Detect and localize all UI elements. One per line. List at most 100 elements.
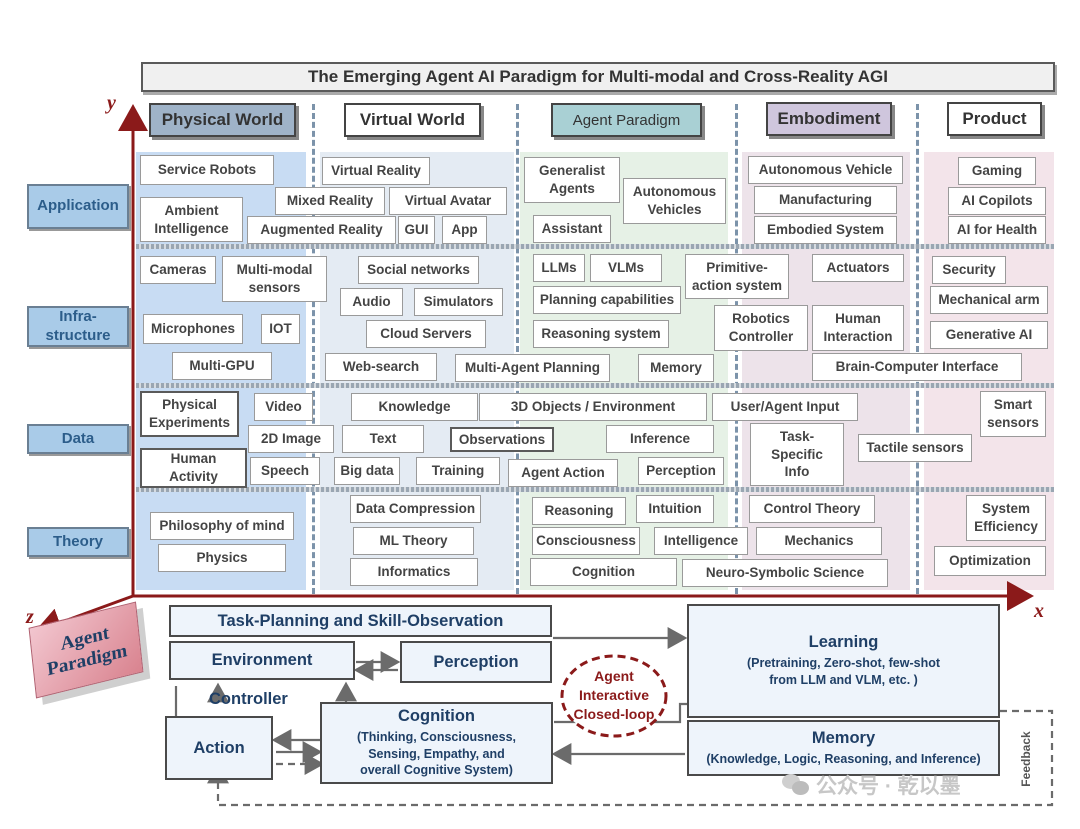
cell-2d-image: 2D Image (248, 425, 334, 453)
cell-physics: Physics (158, 544, 286, 572)
memory-title: Memory (811, 728, 876, 747)
cell-intelligence: Intelligence (654, 527, 748, 555)
cognition-subtitle: (Thinking, Consciousness, Sensing, Empat… (356, 729, 517, 778)
action-box: Action (165, 716, 273, 780)
cell-assistant: Assistant (533, 215, 611, 243)
cell-reasoning: Reasoning (532, 497, 626, 525)
cell-virtual-avatar: Virtual Avatar (389, 187, 507, 215)
cell-neuro-symbolic-science: Neuro-Symbolic Science (682, 559, 888, 587)
cell-microphones: Microphones (143, 314, 243, 344)
cell-consciousness: Consciousness (532, 527, 640, 555)
cognition-title: Cognition (398, 706, 475, 725)
cell-inference: Inference (606, 425, 714, 453)
cell-user-agent-input: User/Agent Input (712, 393, 858, 421)
cell-observations: Observations (450, 427, 554, 452)
memory-box: Memory (Knowledge, Logic, Reasoning, and… (687, 720, 1000, 776)
perception-title: Perception (433, 652, 519, 671)
cell-task-specific-info: Task- Specific Info (750, 423, 844, 486)
cell-primitive-action-system: Primitive- action system (685, 254, 789, 299)
cell-control-theory: Control Theory (749, 495, 875, 523)
closed-loop-label: Agent Interactive Closed-loop (573, 668, 655, 722)
cell-mixed-reality: Mixed Reality (275, 187, 385, 215)
feedback-dashed-line (207, 709, 1054, 807)
cell-multimodal-sensors: Multi-modal sensors (222, 256, 327, 302)
cell-mechanical-arm: Mechanical arm (930, 286, 1048, 314)
cell-vlms: VLMs (590, 254, 662, 282)
cell-web-search: Web-search (325, 353, 437, 381)
column-header-embodiment: Embodiment (766, 102, 892, 136)
cell-embodied-system: Embodied System (754, 216, 897, 244)
cell-ml-theory: ML Theory (353, 527, 474, 555)
cell-tactile-sensors: Tactile sensors (858, 434, 972, 462)
row-separator (136, 383, 1054, 388)
cell-informatics: Informatics (350, 558, 478, 586)
learning-box: Learning (Pretraining, Zero-shot, few-sh… (687, 604, 1000, 718)
task-planning-title: Task-Planning and Skill-Observation (217, 611, 504, 630)
wechat-icon (782, 774, 810, 796)
cell-iot: IOT (261, 314, 300, 344)
cell-speech: Speech (250, 457, 320, 485)
cell-simulators: Simulators (414, 288, 503, 316)
task-planning-box: Task-Planning and Skill-Observation (169, 605, 552, 637)
cell-llms: LLMs (533, 254, 585, 282)
cell-social-networks: Social networks (358, 256, 479, 284)
row-label-data: Data (27, 424, 129, 454)
cell-mechanics: Mechanics (756, 527, 882, 555)
cell-cloud-servers: Cloud Servers (366, 320, 486, 348)
cell-manufacturing: Manufacturing (754, 186, 897, 214)
cell-app: App (442, 216, 487, 244)
action-title: Action (193, 738, 245, 757)
closed-loop-ellipse (560, 654, 668, 738)
watermark-text: 公众号 · 乾以墨 (816, 775, 961, 798)
column-header-virtual-world: Virtual World (344, 103, 481, 137)
cell-perception: Perception (638, 457, 724, 485)
cell-autonomous-vehicles: Autonomous Vehicles (623, 178, 726, 224)
cell-multi-gpu: Multi-GPU (172, 352, 272, 380)
cell-optimization: Optimization (934, 546, 1046, 576)
z-axis-label: z (26, 606, 34, 628)
row-separator (136, 487, 1054, 492)
learning-subtitle: (Pretraining, Zero-shot, few-shot from L… (746, 656, 941, 687)
column-header-agent-paradigm: Agent Paradigm (551, 103, 702, 137)
cell-memory: Memory (638, 354, 714, 382)
row-separator (136, 244, 1054, 249)
cell-physical-experiments: Physical Experiments (140, 391, 239, 437)
cell-smart-sensors: Smart sensors (980, 391, 1046, 437)
cell-service-robots: Service Robots (140, 155, 274, 185)
cell-intuition: Intuition (636, 495, 714, 523)
cell-audio: Audio (340, 288, 403, 316)
memory-subtitle: (Knowledge, Logic, Reasoning, and Infere… (706, 751, 981, 766)
x-axis-label: x (1034, 600, 1044, 622)
cell-robotics-controller: Robotics Controller (714, 305, 808, 351)
cell-human-activity: Human Activity (140, 448, 247, 488)
cell-autonomous-vehicle: Autonomous Vehicle (748, 156, 903, 184)
cell-brain-computer-interface: Brain-Computer Interface (812, 353, 1022, 381)
environment-box: Environment (169, 641, 355, 680)
cell-actuators: Actuators (812, 254, 904, 282)
cell-generalist-agents: Generalist Agents (524, 157, 620, 203)
controller-label: Controller (209, 690, 288, 708)
cognition-box: Cognition (Thinking, Consciousness, Sens… (320, 702, 553, 784)
y-axis-label: y (107, 92, 116, 114)
cell-text: Text (342, 425, 424, 453)
row-label-theory: Theory (27, 527, 129, 557)
cell-video: Video (254, 393, 313, 421)
column-divider (312, 104, 315, 594)
cell-big-data: Big data (334, 457, 400, 485)
environment-title: Environment (211, 651, 313, 669)
diagram-title-text: The Emerging Agent AI Paradigm for Multi… (308, 67, 888, 86)
cell-ambient-intelligence: Ambient Intelligence (140, 197, 243, 242)
cell-gaming: Gaming (958, 157, 1036, 185)
column-header-physical-world: Physical World (149, 103, 296, 137)
cell-3d-objects-environment: 3D Objects / Environment (479, 393, 707, 421)
cell-reasoning-system: Reasoning system (533, 320, 669, 348)
watermark: 公众号 · 乾以墨 (782, 770, 961, 800)
cell-training: Training (416, 457, 500, 485)
cell-planning-capabilities: Planning capabilities (533, 286, 681, 314)
column-divider (516, 104, 519, 594)
cell-human-interaction: Human Interaction (812, 305, 904, 351)
learning-title: Learning (808, 633, 879, 652)
cell-virtual-reality: Virtual Reality (322, 157, 430, 185)
